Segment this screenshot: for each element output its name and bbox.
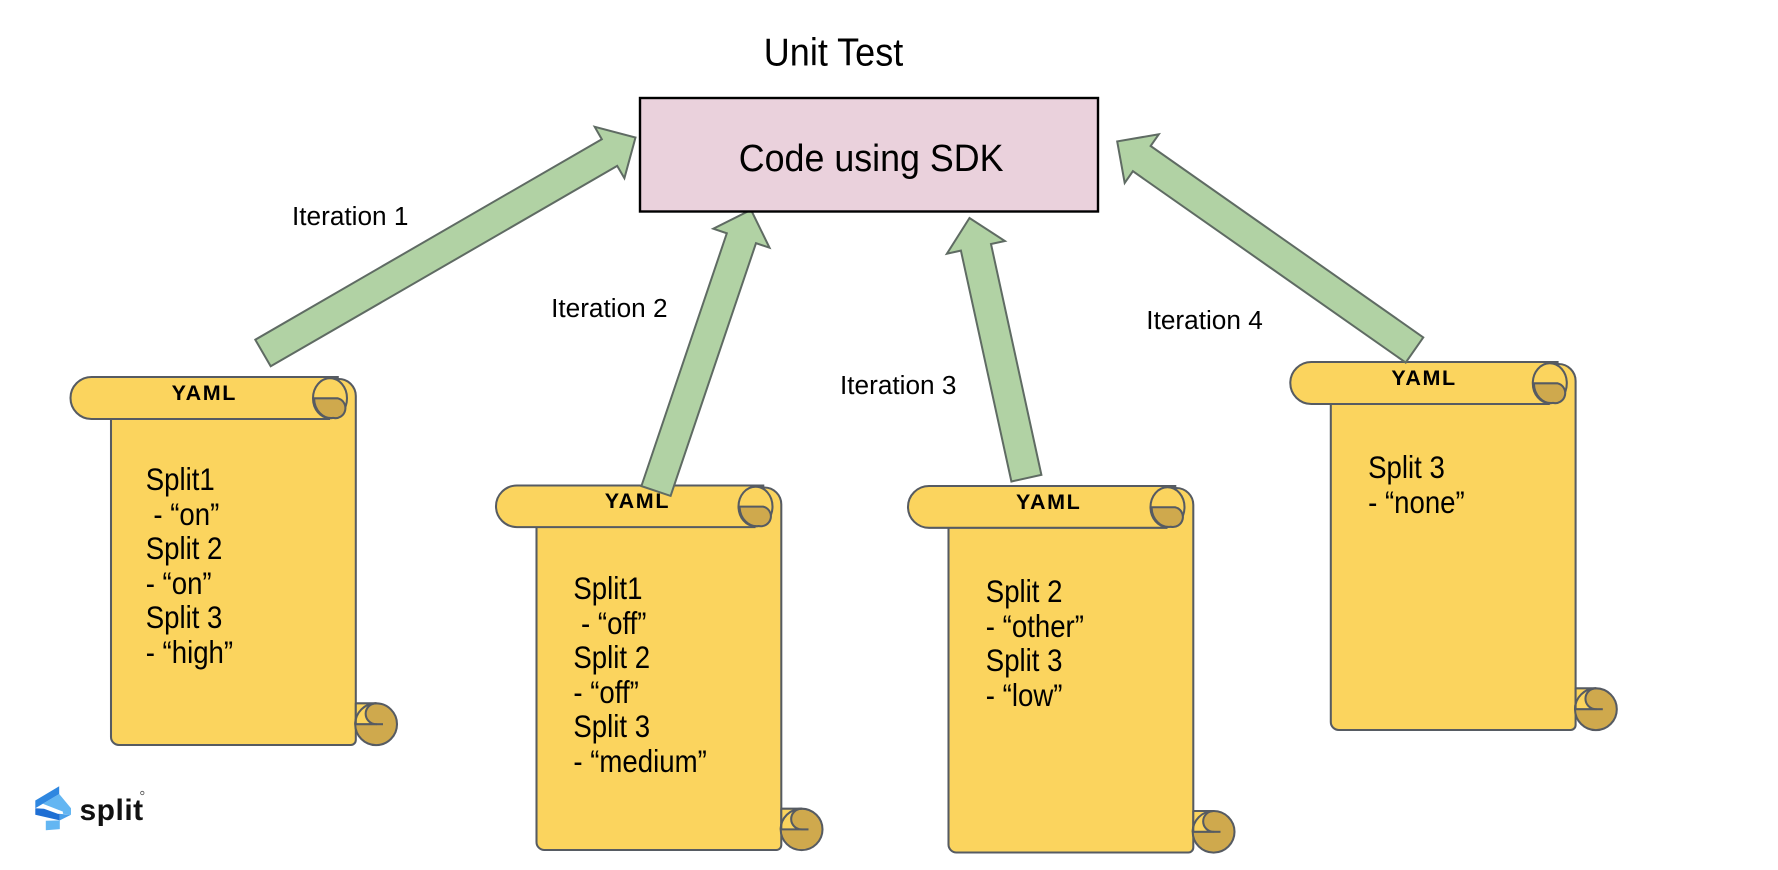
svg-text:split: split [80,794,144,827]
